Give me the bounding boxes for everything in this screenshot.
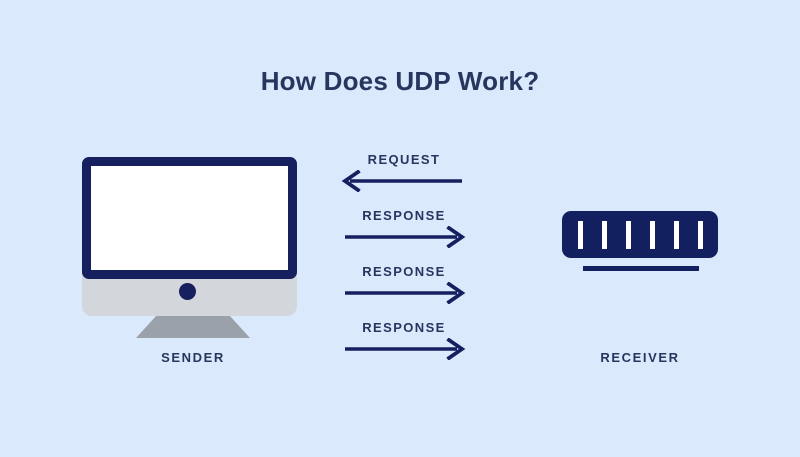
server-slot (625, 220, 631, 249)
sender-node (78, 157, 308, 367)
message-label: RESPONSE (362, 264, 446, 279)
message-row-request: REQUEST (340, 152, 468, 196)
message-label: REQUEST (367, 152, 441, 167)
arrow-right-icon (345, 282, 466, 304)
monitor-screen (91, 166, 288, 270)
arrow-right-icon (345, 338, 466, 360)
message-label: RESPONSE (362, 320, 446, 335)
arrow-right-icon (345, 226, 466, 248)
server-slot (697, 220, 703, 249)
monitor-stand-icon (136, 316, 250, 338)
monitor-power-dot-icon (179, 283, 196, 300)
monitor-bezel-icon (82, 157, 297, 279)
message-row-response-1: RESPONSE (340, 208, 468, 252)
message-label: RESPONSE (362, 208, 446, 223)
server-slot (673, 220, 679, 249)
server-slot (649, 220, 655, 249)
sender-label: SENDER (161, 350, 225, 365)
server-base-bar (583, 266, 699, 271)
server-slot (577, 220, 583, 249)
server-rack-icon (562, 211, 718, 258)
receiver-node (562, 211, 720, 275)
page-title: How Does UDP Work? (260, 66, 540, 96)
message-row-response-2: RESPONSE (340, 264, 468, 308)
server-slot (601, 220, 607, 249)
arrow-left-icon (341, 170, 462, 192)
receiver-label: RECEIVER (600, 350, 680, 365)
message-row-response-3: RESPONSE (340, 320, 468, 364)
